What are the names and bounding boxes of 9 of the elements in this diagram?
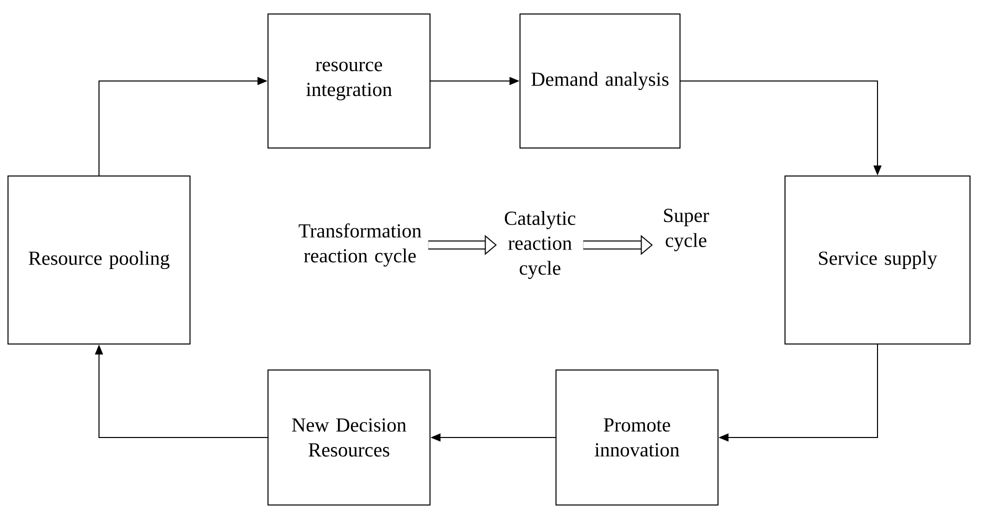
stage-label: Catalytic reaction cycle <box>504 211 576 279</box>
process-box: Resource pooling <box>8 176 190 344</box>
stage-label: Super cycle <box>664 208 710 252</box>
process-box: Promote innovation <box>556 370 718 506</box>
stage-label: Transformation reaction cycle <box>298 223 422 267</box>
process-box: New Decision Resources <box>268 370 430 506</box>
process-box: Demand analysis <box>520 14 680 148</box>
process-box: Service supply <box>784 176 970 344</box>
process-box: resource integration <box>268 14 430 148</box>
